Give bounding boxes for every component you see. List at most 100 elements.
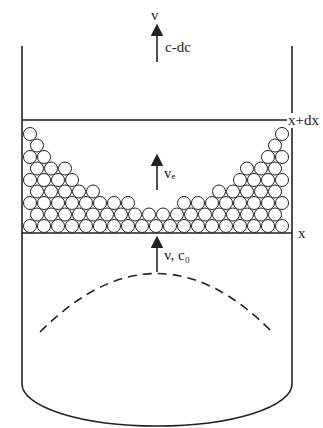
particle [269, 139, 282, 152]
outlet-arrow [156, 30, 158, 62]
dome-bottom [22, 384, 292, 426]
particle [73, 185, 86, 198]
particle [276, 197, 289, 210]
particle [213, 185, 226, 198]
column-wall [291, 46, 293, 384]
particle [143, 208, 156, 221]
particle [248, 197, 261, 210]
particle [24, 151, 37, 164]
column-wall [21, 46, 23, 384]
particle [24, 220, 37, 233]
particle [52, 174, 65, 187]
particle [66, 174, 79, 187]
particle [178, 197, 191, 210]
particle [220, 220, 233, 233]
particle [206, 197, 219, 210]
particle [59, 208, 72, 221]
particle [255, 185, 268, 198]
particle [213, 208, 226, 221]
particle [269, 208, 282, 221]
position-label: x+dx [287, 113, 320, 128]
particle [80, 220, 93, 233]
particle [59, 162, 72, 175]
particle [157, 208, 170, 221]
particle [31, 208, 44, 221]
particle [262, 197, 275, 210]
particle [269, 185, 282, 198]
particle [220, 197, 233, 210]
inlet-arrow [156, 242, 158, 272]
particle [192, 197, 205, 210]
particle [206, 220, 219, 233]
particle [52, 220, 65, 233]
inlet-label: v, c₀ [163, 248, 191, 263]
particle [129, 208, 142, 221]
particle [178, 220, 191, 233]
particle [108, 220, 121, 233]
particle [24, 197, 37, 210]
particle [255, 208, 268, 221]
particle [66, 220, 79, 233]
particle [150, 220, 163, 233]
particle [38, 151, 51, 164]
particle [66, 197, 79, 210]
particle [45, 185, 58, 198]
particle [241, 208, 254, 221]
particle [241, 185, 254, 198]
particle [94, 220, 107, 233]
particle [24, 128, 37, 141]
particle [115, 208, 128, 221]
particle [52, 197, 65, 210]
particle [227, 185, 240, 198]
particle [87, 185, 100, 198]
particle [234, 174, 247, 187]
particle [255, 162, 268, 175]
particle [38, 220, 51, 233]
particle [262, 220, 275, 233]
particle [80, 197, 93, 210]
particle [262, 151, 275, 164]
particle [276, 174, 289, 187]
particle [45, 208, 58, 221]
velocity-label: v [150, 8, 160, 23]
position-label: x [297, 226, 307, 241]
velocity-label: vₑ [163, 166, 176, 181]
particle [234, 197, 247, 210]
slice-top-line [22, 119, 292, 121]
concentration-label: c-dc [164, 40, 192, 55]
particle [122, 197, 135, 210]
particle [94, 197, 107, 210]
particle [262, 174, 275, 187]
particle [269, 162, 282, 175]
particle [171, 208, 184, 221]
particle [276, 151, 289, 164]
particle [276, 220, 289, 233]
particle [38, 174, 51, 187]
particle-bed [24, 128, 289, 233]
particle [24, 174, 37, 187]
particle [101, 208, 114, 221]
bed-arrow [156, 160, 158, 190]
particle [31, 185, 44, 198]
particle [241, 162, 254, 175]
particle [59, 185, 72, 198]
particle [73, 208, 86, 221]
particle [108, 197, 121, 210]
particle [38, 197, 51, 210]
particle [45, 162, 58, 175]
particle [164, 220, 177, 233]
particle [248, 220, 261, 233]
particle [276, 128, 289, 141]
particle [31, 162, 44, 175]
particle [31, 139, 44, 152]
particle [185, 208, 198, 221]
particle [234, 220, 247, 233]
particle [199, 208, 212, 221]
particle [192, 220, 205, 233]
particle [136, 220, 149, 233]
particle [87, 208, 100, 221]
particle [227, 208, 240, 221]
particle [122, 220, 135, 233]
particle [248, 174, 261, 187]
